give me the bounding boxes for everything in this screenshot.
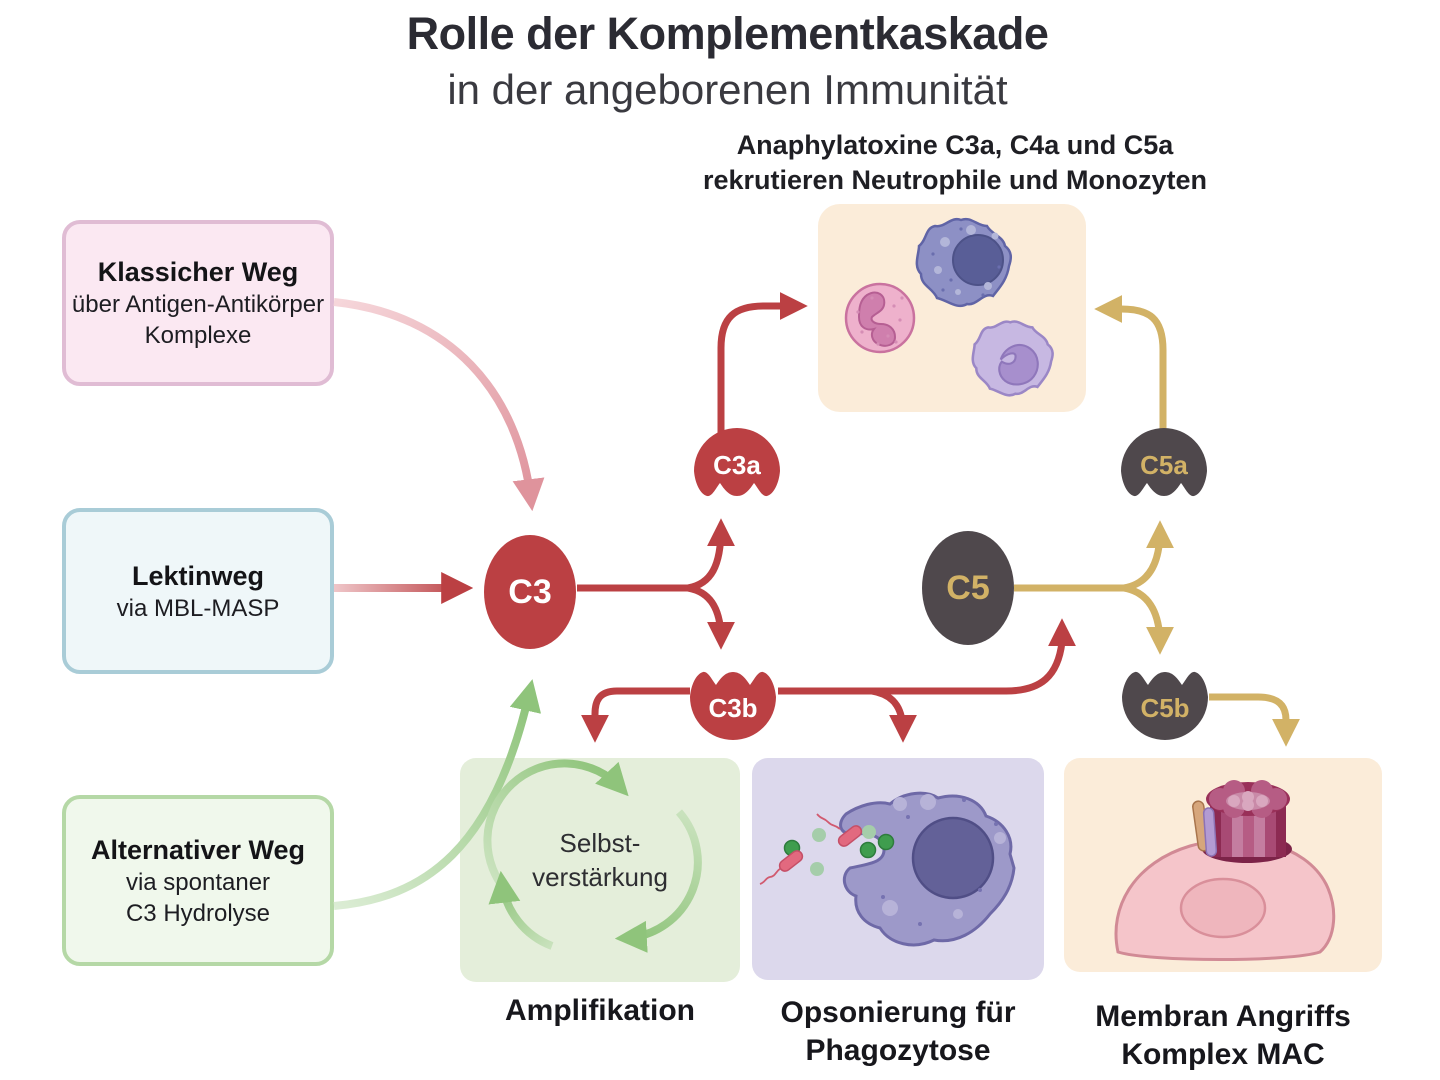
amplification-caption: Amplifikation [504,994,695,1027]
c5b-label: C5b [1140,693,1189,723]
self-amplification-line-1: Selbst- [559,828,641,858]
c3a-label: C3a [713,450,761,480]
classical-pathway-subtitle-2: Komplexe [144,322,252,349]
c5b-node: C5b [1122,671,1208,740]
mac-caption-line-1: Membran Angriffs [1095,1000,1351,1033]
alternative-pathway-subtitle-2: C3 Hydrolyse [125,899,271,927]
c5a-node: C5a [1121,428,1207,497]
alternative-pathway-title: Alternativer Weg [90,834,306,865]
arrow-c3b-to-amplification [581,687,690,743]
lectin-pathway-box: Lektinweg via MBL-MASP [62,508,334,674]
subtitle-line-1: Anaphylatoxine C3a, C4a und C5a [736,130,1174,160]
recruited-cells-panel [818,204,1086,412]
opsonization-caption: Opsonierung für Phagozytose [742,994,1054,1070]
c5a-label: C5a [1140,450,1188,480]
title-line-1: Rolle der Komplementkaskade [406,8,1049,59]
c5-node: C5 [922,531,1014,645]
arrow-c3-to-c3a [687,518,735,592]
arrow-c3b-to-c5 [778,618,1076,695]
subtitle-line-2: rekrutieren Neutrophile und Monozyten [702,165,1208,195]
mac-caption: Membran Angriffs Komplex MAC [1054,998,1392,1074]
classical-pathway-subtitle: über Antigen-Antikörper [71,291,325,318]
alternative-pathway-box: Alternativer Weg via spontaner C3 Hydrol… [62,795,334,966]
c5-label: C5 [946,569,989,607]
c3-label: C3 [508,573,551,611]
alternative-pathway-subtitle: via spontaner [125,868,271,896]
page-title: Rolle der Komplementkaskade in der angeb… [370,8,1085,114]
opsonization-panel [752,758,1044,980]
title-line-2: in der angeborenen Immunität [447,66,1008,113]
opsonization-caption-line-1: Opsonierung für [780,996,1016,1029]
arrow-classical-to-c3 [333,298,545,512]
c3-node: C3 [484,535,576,649]
anaphylatoxin-subtitle: Anaphylatoxine C3a, C4a und C5a rekrutie… [690,128,1220,198]
arrow-c3a-to-cells [717,292,808,433]
arrow-c3-to-c3b [687,584,735,650]
self-amplification-line-2: verstärkung [532,862,668,892]
protein-nodes-layer: C3 C5 C3a C3b C5a C5b [484,428,1208,740]
lectin-pathway-subtitle: via MBL-MASP [116,594,280,622]
self-amplification-label: Selbst- verstärkung [460,826,740,894]
arrow-c3b-to-opsonization [871,687,917,743]
arrow-c5b-to-mac [1209,693,1300,747]
arrow-c5-to-c5b [1123,584,1174,655]
classical-pathway-title: Klassicher Weg [97,257,299,287]
c3b-label: C3b [708,693,757,723]
arrow-c5a-to-cells [1094,295,1167,432]
arrow-c5-to-c5a [1123,520,1174,592]
lectin-pathway-title: Lektinweg [131,560,265,591]
c3b-node: C3b [690,671,776,740]
c3a-node: C3a [694,428,780,497]
mac-panel [1064,758,1382,972]
mac-caption-line-2: Komplex MAC [1121,1038,1325,1071]
classical-pathway-box: Klassicher Weg über Antigen-Antikörper K… [62,220,334,386]
opsonization-caption-line-2: Phagozytose [805,1034,991,1067]
